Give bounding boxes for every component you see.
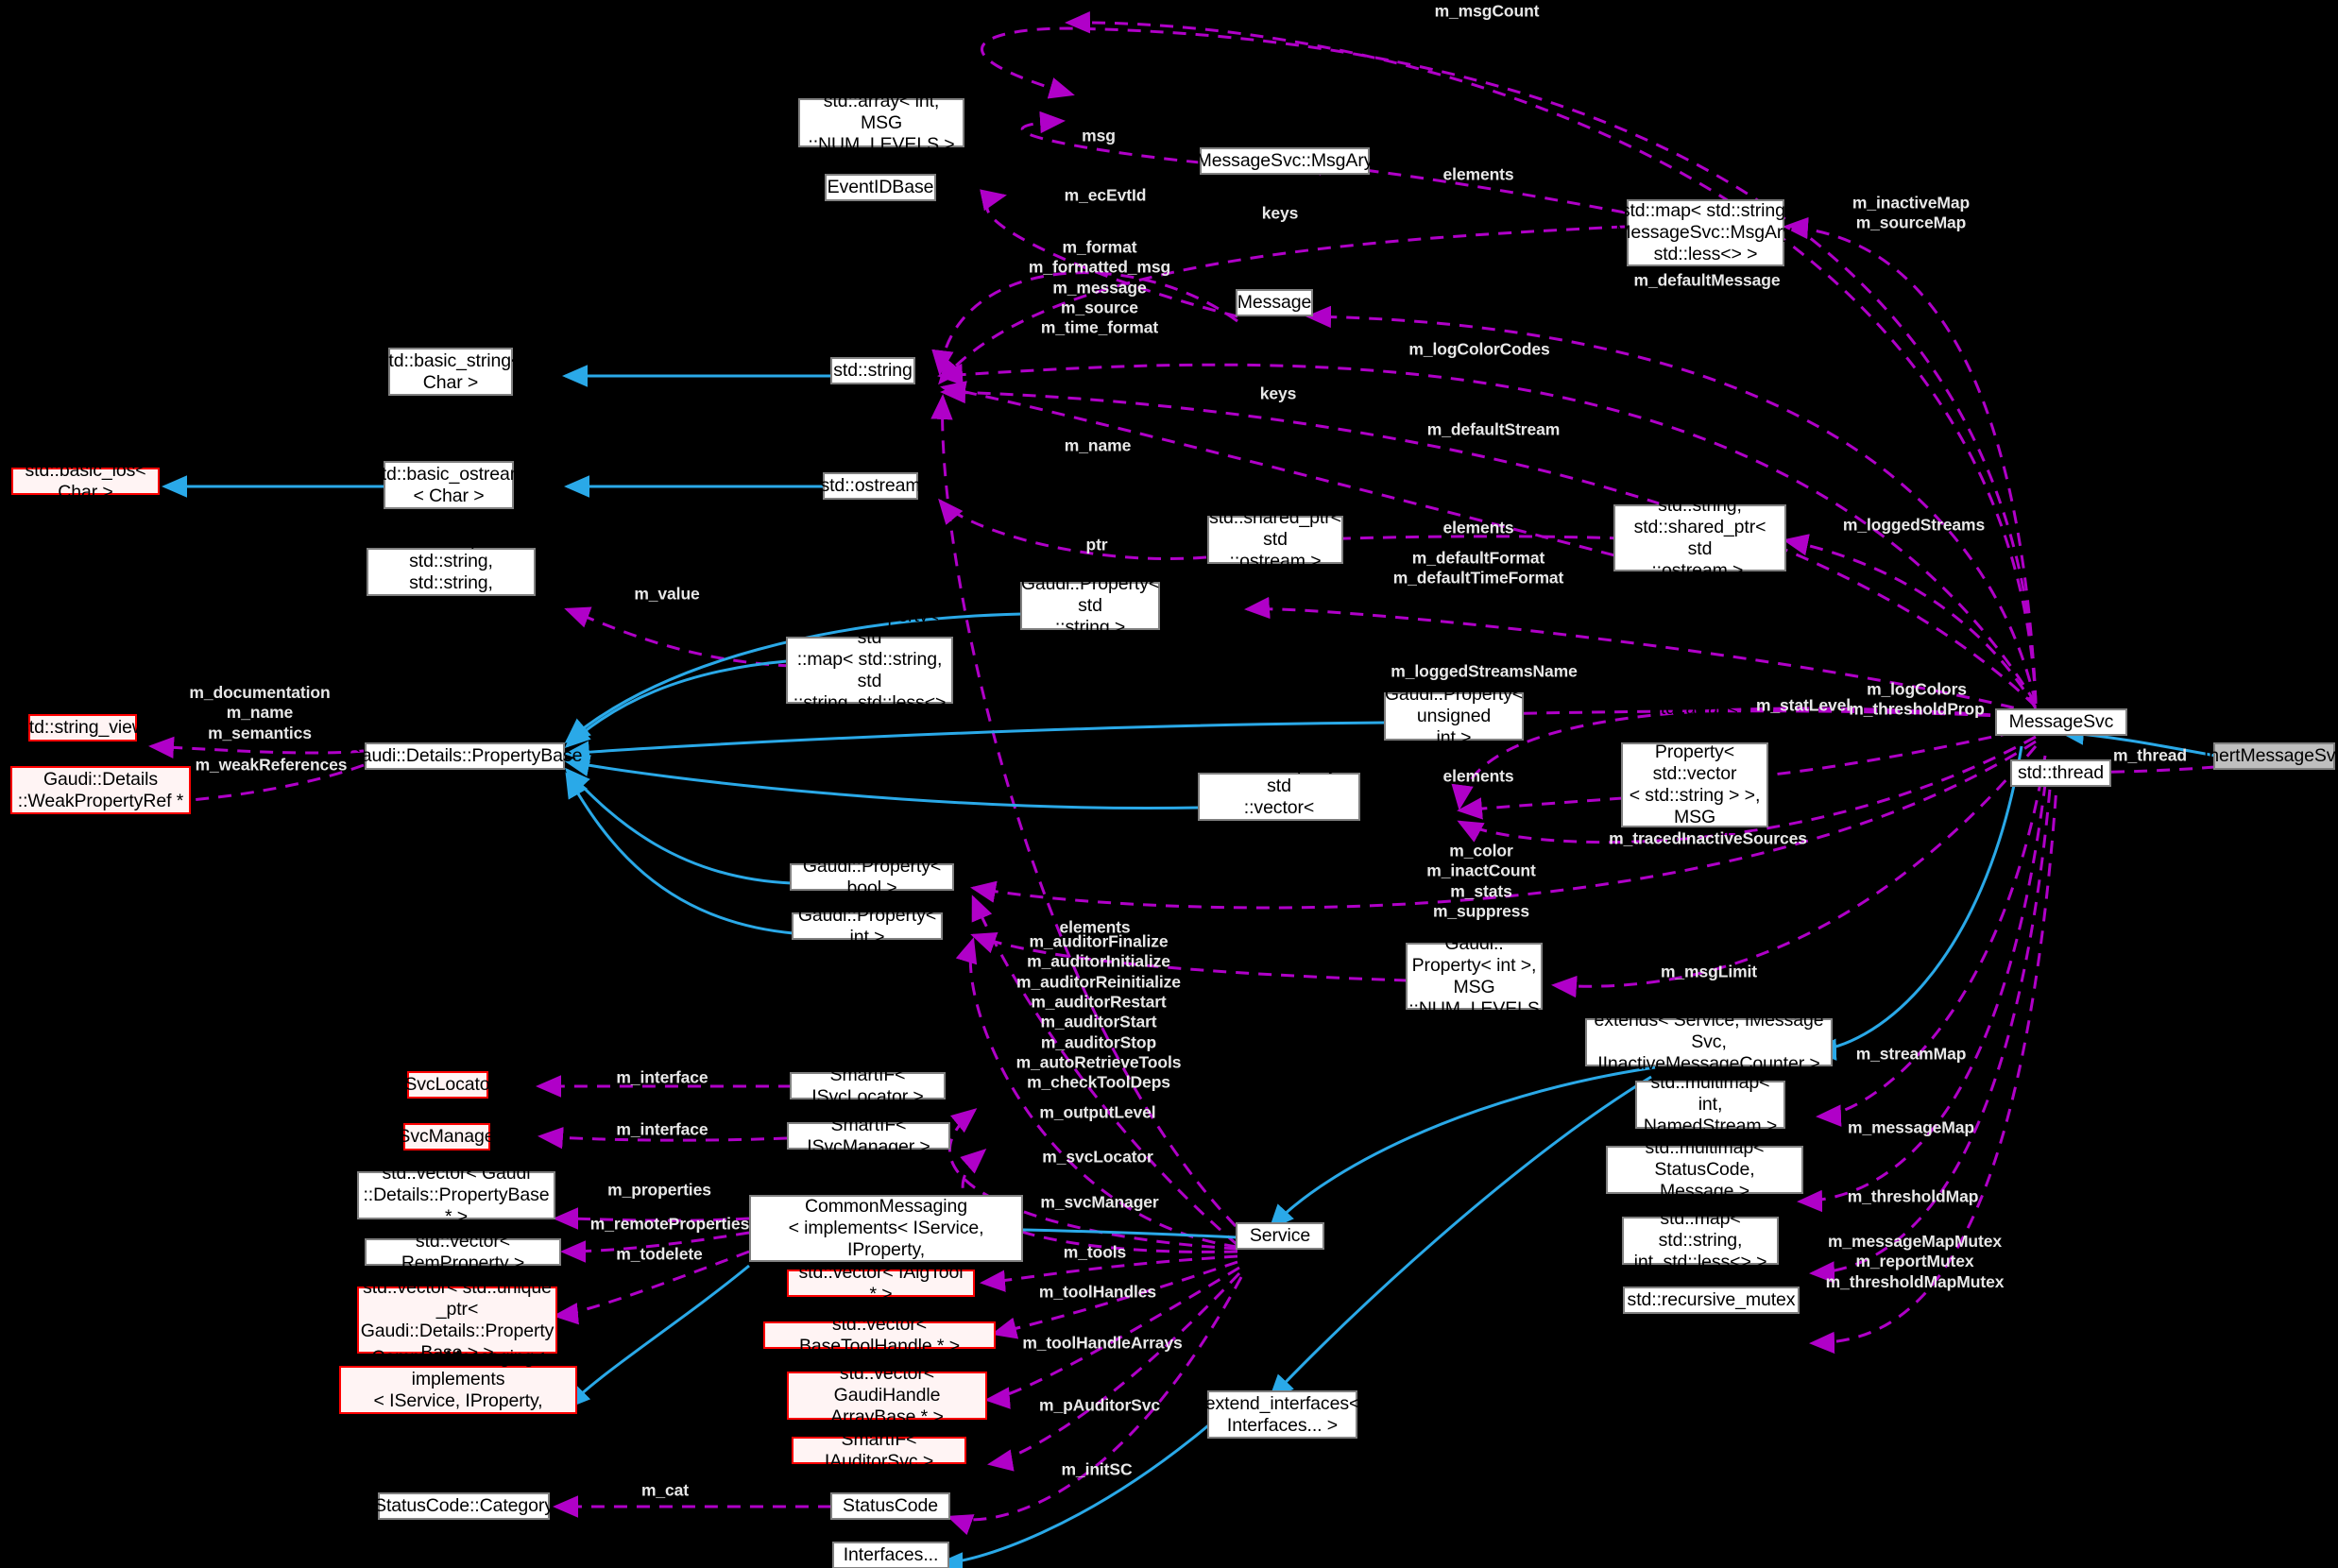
class-node-std-string[interactable]: std::string (830, 357, 915, 384)
edge-label-m-value: m_value (634, 584, 700, 604)
edge-label-m-pauditorsvc: m_pAuditorSvc (1038, 1395, 1161, 1415)
edge-label-m-tools: m_tools (1063, 1242, 1127, 1262)
class-node-propertyholder[interactable]: PropertyHolder< CommonMessaging < implem… (749, 1174, 1023, 1282)
edge-label-m-statlevel: m_statLevel (1755, 695, 1852, 715)
class-node-statuscode[interactable]: StatusCode (830, 1492, 950, 1520)
edge-label-m-weakreferences: m_weakReferences (195, 755, 348, 775)
edge-label-m-properties: m_properties (607, 1180, 711, 1200)
class-node-std-vector-remproperty[interactable]: std::vector< RemProperty > (365, 1231, 561, 1273)
class-node-std-array-property-vector-string[interactable]: std::array< Gaudi:: Property< std::vecto… (1621, 698, 1768, 871)
class-node-commonmessaging[interactable]: CommonMessaging< implements < IService, … (339, 1347, 577, 1433)
class-node-std-vector-unique-ptr-propertybase[interactable]: std::vector< std::unique _ptr< Gaudi::De… (357, 1277, 557, 1363)
class-node-std-map-string-string[interactable]: std::map< std::string, std::string, std:… (367, 529, 536, 615)
class-node-gaudi-details-propertybase[interactable]: Gaudi::Details::PropertyBase (348, 742, 582, 770)
class-node-std-vector-gaudihandlearraybase-ptr[interactable]: std::vector< GaudiHandle ArrayBase * > (787, 1363, 987, 1427)
class-node-inertmessagesvc[interactable]: InertMessageSvc (2204, 742, 2338, 770)
class-node-eventidbase[interactable]: EventIDBase (825, 174, 936, 201)
edge-label-elements-prop-int: elements (1059, 917, 1131, 937)
edge-label-m-messagemap: m_messageMap (1847, 1117, 1975, 1137)
edge-label-m-defaultmessage: m_defaultMessage (1633, 270, 1781, 290)
edge-label-keys-mid: keys (1259, 383, 1297, 403)
class-node-std-vector-basetoolhandle-ptr[interactable]: std::vector< BaseToolHandle * > (763, 1314, 996, 1356)
class-node-std-set-weakpropertyref[interactable]: std::set< Gaudi::Details ::WeakPropertyR… (10, 747, 191, 833)
edge-label-elements-msgary: elements (1442, 164, 1514, 184)
class-node-std-vector-propertybase-ptr[interactable]: std::vector< Gaudi ::Details::PropertyBa… (357, 1163, 555, 1227)
edge-label-m-mutex-group: m_messageMapMutex m_reportMutex m_thresh… (1825, 1231, 2005, 1291)
edge-label-m-thread: m_thread (2113, 745, 2187, 765)
class-node-std-multimap-int-namedstream[interactable]: std::multimap< int, NamedStream > (1635, 1072, 1785, 1136)
class-node-smartif-isvclocator[interactable]: SmartIF< ISvcLocator > (790, 1065, 946, 1107)
class-node-std-map-string-shared-ptr-ostream[interactable]: std::map< std::string, std::shared_ptr< … (1613, 473, 1786, 603)
class-node-gaudi-property-int[interactable]: Gaudi::Property< int > (792, 905, 943, 947)
edge-label-m-toolhandles: m_toolHandles (1038, 1282, 1157, 1302)
edge-label-m-inactivemap: m_inactiveMap m_sourceMap (1852, 193, 1971, 232)
class-node-smartif-isvcmanager[interactable]: SmartIF< ISvcManager > (787, 1115, 950, 1157)
class-node-statuscode-category[interactable]: StatusCode::Category (374, 1492, 554, 1520)
class-node-std-array-property-int[interactable]: std::array< Gaudi:: Property< int >, MSG… (1406, 912, 1543, 1041)
class-node-gaudi-property-string[interactable]: Gaudi::Property< std ::string > (1020, 573, 1160, 638)
edge-label-m-msglimit: m_msgLimit (1660, 962, 1758, 981)
class-node-std-string-view[interactable]: std::string_view (20, 714, 145, 741)
edge-label-m-initsc: m_initSC (1061, 1459, 1133, 1479)
edge-label-keys-top: keys (1261, 203, 1299, 223)
edge-label-elements-array-vecstring: elements (1442, 766, 1514, 786)
edge-label-m-remoteproperties: m_remoteProperties (589, 1214, 750, 1234)
edge-label-m-documentation-group: m_documentation m_name m_semantics (189, 682, 331, 742)
class-node-interfaces[interactable]: Interfaces... (832, 1542, 949, 1568)
class-node-std-recursive-mutex[interactable]: std::recursive_mutex (1623, 1287, 1800, 1314)
class-node-isvcmanager[interactable]: ISvcManager (393, 1123, 501, 1150)
class-node-service[interactable]: Service (1236, 1222, 1324, 1250)
class-node-std-basic-string[interactable]: std::basic_string< Char > (380, 348, 521, 396)
edge-label-elements-shared: elements (1442, 518, 1514, 537)
class-node-std-map-string-msgary[interactable]: std::map< std::string, MessageSvc::MsgAr… (1615, 199, 1796, 266)
edge-label-m-outputlevel: m_outputLevel (1039, 1102, 1156, 1122)
edge-label-m-interface-1: m_interface (616, 1067, 708, 1087)
class-node-isvclocator[interactable]: ISvcLocator (400, 1071, 496, 1099)
class-node-gaudi-property-map-string-string[interactable]: Gaudi::Property< std ::map< std::string,… (786, 605, 953, 735)
edge-label-m-logcolorcodes: m_logColorCodes (1408, 339, 1550, 359)
class-node-std-basic-ostream[interactable]: std::basic_ostream < Char > (372, 461, 525, 509)
class-node-gaudi-property-vector-string[interactable]: Gaudi::Property< std ::vector< std::stri… (1198, 754, 1360, 840)
class-node-extends-service-imessagesvc[interactable]: extends< Service, IMessage Svc, IInactiv… (1585, 1010, 1833, 1074)
edge-label-m-defaultformat: m_defaultFormat m_defaultTimeFormat (1392, 548, 1564, 588)
class-node-std-map-string-int[interactable]: std::map< std::string, int, std::less<> … (1622, 1208, 1779, 1272)
edge-label-m-interface-2: m_interface (616, 1119, 708, 1139)
class-node-smartif-iauditorsvc[interactable]: SmartIF< IAuditorSvc > (792, 1429, 966, 1472)
class-node-extend-interfaces[interactable]: extend_interfaces< Interfaces... > (1205, 1390, 1359, 1439)
edge-label-m-format-group: m_format m_formatted_msg m_message m_sou… (1028, 237, 1171, 338)
class-node-messagesvc-msgary[interactable]: MessageSvc::MsgAry (1197, 147, 1373, 175)
edge-label-m-loggedstreamsname: m_loggedStreamsName (1391, 661, 1578, 681)
class-node-std-shared-ptr-ostream[interactable]: std::shared_ptr< std ::ostream > (1207, 507, 1343, 571)
edge-label-m-msgcount: m_msgCount (1434, 1, 1540, 21)
edge-label-m-logcolors: m_logColors m_thresholdProp (1849, 679, 1985, 719)
class-node-std-thread[interactable]: std::thread (2010, 759, 2111, 787)
edge-label-m-ecevtid: m_ecEvtId (1064, 185, 1147, 205)
class-node-std-multimap-statuscode-message[interactable]: std::multimap< StatusCode, Message > (1606, 1137, 1803, 1202)
edge-label-m-cat: m_cat (640, 1480, 690, 1500)
edge-label-m-name: m_name (1064, 435, 1132, 455)
class-node-messagesvc[interactable]: MessageSvc (1995, 708, 2127, 736)
edge-label-m-thresholdmap: m_thresholdMap (1847, 1186, 1979, 1206)
class-node-gaudi-property-unsigned-int[interactable]: Gaudi::Property< unsigned int > (1384, 684, 1524, 748)
edge-label-m-color-group: m_color m_inactCount m_stats m_suppress (1426, 841, 1536, 921)
edge-label-m-svcmanager: m_svcManager (1040, 1192, 1159, 1212)
class-node-gaudi-property-bool[interactable]: Gaudi::Property< bool > (790, 856, 954, 898)
edge-label-m-svclocator: m_svcLocator (1042, 1147, 1153, 1167)
edge-label-m-loggedstreams: m_loggedStreams (1842, 515, 1986, 535)
edge-label-m-auditor-group: m_auditorFinalize m_auditorInitialize m_… (1015, 931, 1182, 1093)
class-node-std-ostream[interactable]: std::ostream (820, 472, 921, 500)
edge-label-m-toolhandlearrays: m_toolHandleArrays (1022, 1333, 1183, 1353)
edge-label-ptr: ptr (1085, 535, 1108, 554)
class-node-std-vector-ialgtool-ptr[interactable]: std::vector< IAlgTool * > (787, 1262, 975, 1304)
edge-label-m-defaultstream: m_defaultStream (1426, 419, 1561, 439)
class-node-std-basic-ios[interactable]: std::basic_ios< Char > (11, 460, 160, 503)
edge-label-m-tracedinactivesources: m_tracedInactiveSources (1609, 828, 1807, 848)
edge-label-msg: msg (1082, 126, 1116, 145)
class-node-std-array-int-msg[interactable]: std::array< int, MSG ::NUM_LEVELS > (798, 91, 964, 155)
class-node-message[interactable]: Message (1236, 289, 1313, 316)
edge-label-m-todelete: m_todelete (616, 1244, 703, 1264)
edge-label-m-streammap: m_streamMap (1855, 1044, 1967, 1064)
